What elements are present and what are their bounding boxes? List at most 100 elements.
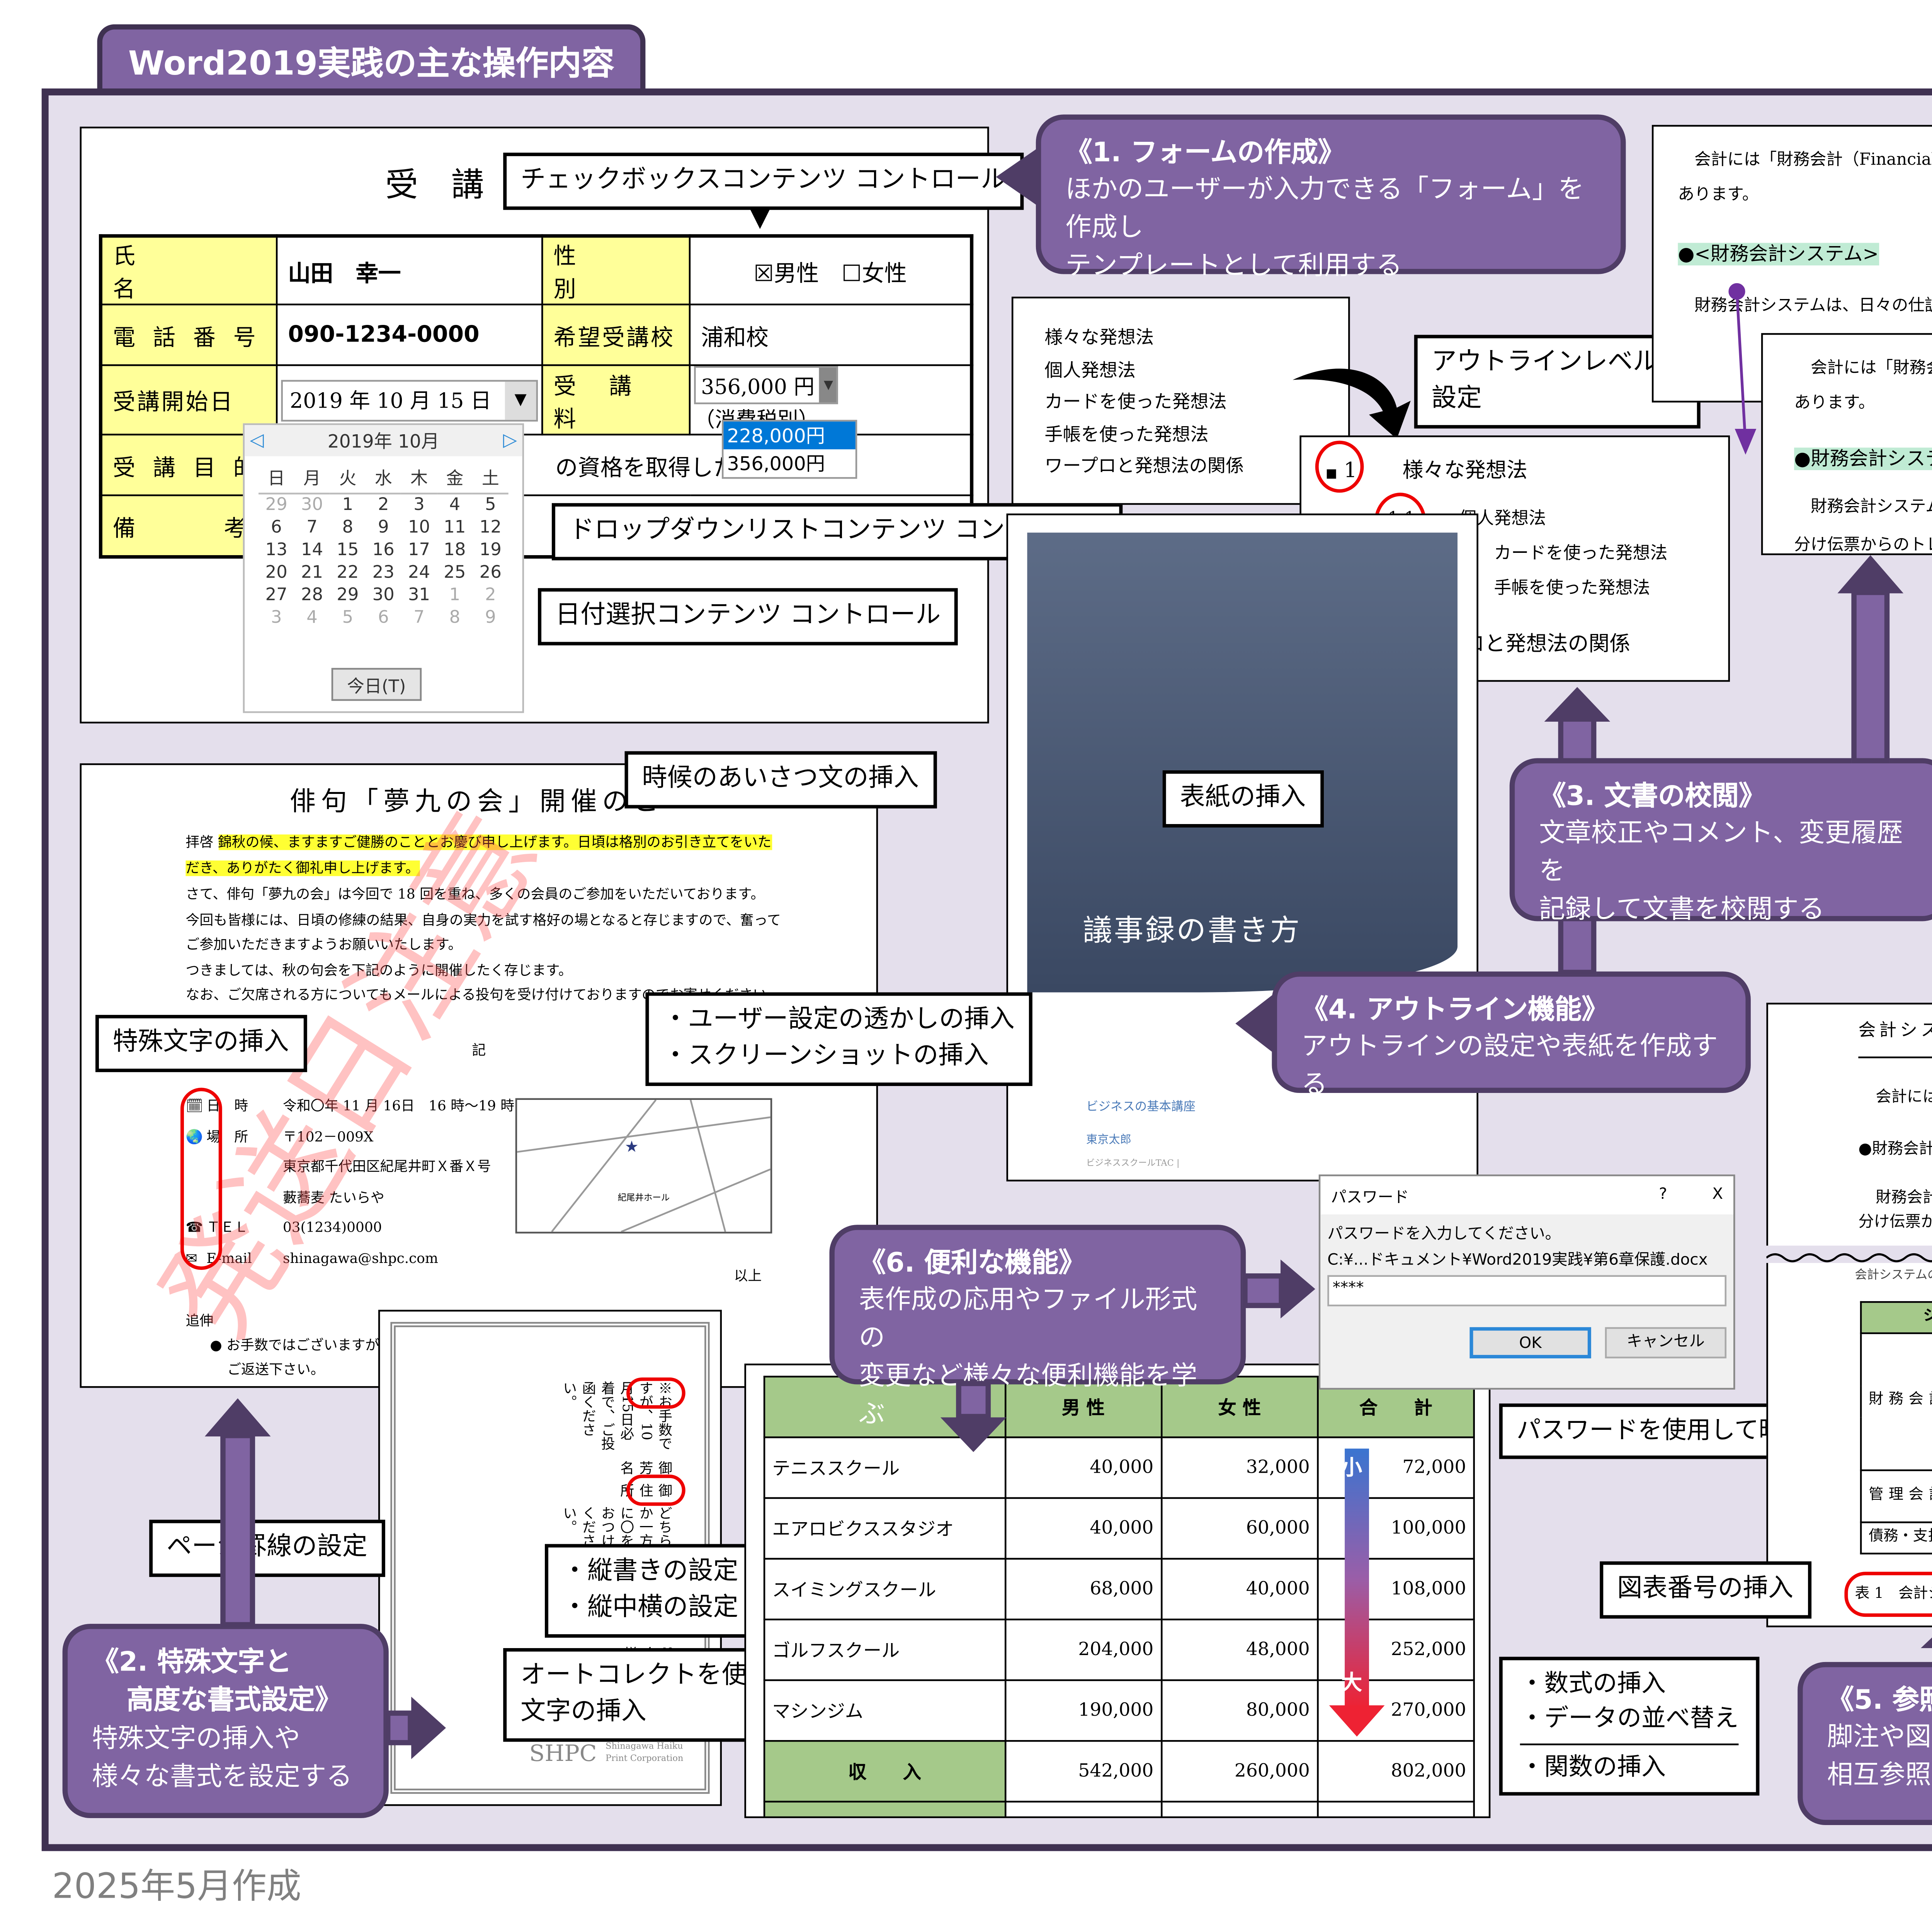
calendar-day[interactable]: 10	[408, 518, 430, 538]
weekday-header: 土	[473, 459, 509, 495]
label-fee: 受 講 料	[541, 364, 691, 436]
calendar-day[interactable]: 13	[265, 541, 287, 561]
calendar-day[interactable]: 31	[408, 586, 430, 606]
calendar-day[interactable]: 4	[306, 609, 318, 628]
calendar-day[interactable]: 9	[485, 609, 496, 628]
calendar-day[interactable]: 24	[408, 564, 430, 583]
calendar-day[interactable]: 4	[449, 496, 461, 515]
section-4-heading: 《4. アウトライン機能》	[1301, 994, 1609, 1025]
dropdown-option[interactable]: 356,000円	[727, 453, 825, 476]
calendar-day[interactable]: 17	[408, 541, 430, 561]
section-1-line: ほかのユーザーが入力できる「フォーム」を作成し	[1065, 174, 1584, 243]
calendar-day[interactable]: 19	[479, 541, 502, 561]
calendar-day[interactable]: 7	[413, 609, 425, 628]
calendar-day[interactable]: 2	[378, 496, 389, 515]
today-button[interactable]: 今日(T)	[331, 668, 422, 701]
calendar-day[interactable]: 30	[301, 496, 323, 515]
special-char-icon: ☎	[185, 1219, 203, 1236]
calendar-day[interactable]: 27	[265, 586, 287, 606]
table-cell: スイミングスクール	[763, 1558, 1006, 1621]
callout-cover: 表紙の挿入	[1162, 770, 1323, 828]
callout-outline-level: アウトラインレベルの 設定	[1414, 335, 1701, 429]
calendar-day[interactable]: 9	[378, 518, 389, 538]
calendar-day[interactable]: 29	[337, 586, 359, 606]
help-icon[interactable]: ?	[1659, 1186, 1667, 1204]
cancel-button[interactable]: キャンセル	[1605, 1327, 1727, 1359]
cover-company: ビジネススクールTAC |	[1086, 1159, 1180, 1169]
fee-dropdown-list[interactable]: 228,000円 356,000円	[722, 420, 857, 479]
section-2-heading: 《2. 特殊文字と	[92, 1646, 292, 1678]
calendar-day[interactable]: 21	[301, 564, 323, 583]
close-icon[interactable]: X	[1712, 1186, 1723, 1204]
date-picker-control[interactable]: 2019 年 10 月 15 日 ▼	[281, 379, 538, 421]
section-1-line: テンプレートとして利用する	[1065, 250, 1402, 281]
footnote-doc-body: 分け伝票からのトレースが可能で、会計監査や税務量佐野基になる資料も作成できます。	[1858, 1214, 1932, 1232]
table-cell: 100,000	[1316, 1497, 1475, 1560]
calendar-day[interactable]: 8	[342, 518, 354, 538]
calendar-day[interactable]: 12	[479, 518, 502, 538]
calendar-day[interactable]: 1	[449, 586, 461, 606]
fee-dropdown-control[interactable]: 356,000 円 ▼	[694, 366, 839, 404]
weekday-header: 日	[259, 459, 294, 495]
calendar-day[interactable]: 8	[449, 609, 461, 628]
calendar-day[interactable]: 1	[342, 496, 354, 515]
caption-highlight	[1844, 1572, 1932, 1617]
table-cell: 40,000	[1004, 1497, 1162, 1560]
callout-line: 文字の挿入	[520, 1698, 646, 1727]
system-name: 財務会計システム	[1860, 1332, 1932, 1470]
calendar-day[interactable]: 7	[306, 518, 318, 538]
table-row: 管理会計システム財務会計のデータを事業別、部門別、プロジェクト別などに分けてさま…	[1860, 1468, 1932, 1523]
value-name[interactable]: 山田 幸一	[276, 235, 543, 306]
table-cell: ゴルフスクール	[763, 1618, 1006, 1681]
calendar-day[interactable]: 25	[444, 564, 466, 583]
table-cell: 60,000	[1160, 1497, 1319, 1560]
value-school[interactable]: 浦和校	[689, 303, 973, 366]
section-3-line: 文章校正やコメント、変更履歴を	[1539, 818, 1903, 887]
section-6-line: 表作成の応用やファイル形式の	[859, 1285, 1197, 1354]
calendar-day[interactable]: 14	[301, 541, 323, 561]
calendar-day[interactable]: 6	[270, 518, 282, 538]
calendar-day[interactable]: 28	[301, 586, 323, 606]
table-cell: 68,000	[1004, 1558, 1162, 1621]
ok-button[interactable]: OK	[1469, 1327, 1591, 1359]
table-cell: エアロビクススタジオ	[763, 1497, 1006, 1560]
password-input[interactable]: ****	[1327, 1275, 1727, 1307]
callout-tail	[749, 208, 770, 229]
table-cell: 40,000	[1160, 1558, 1319, 1621]
calendar-day[interactable]: 26	[479, 564, 502, 583]
calendar-day[interactable]: 6	[378, 609, 389, 628]
calendar-day[interactable]: 22	[337, 564, 359, 583]
calendar-day[interactable]: 29	[265, 496, 287, 515]
logo-sub: Print Corporation	[605, 1754, 684, 1764]
calendar-day[interactable]: 16	[372, 541, 395, 561]
label-name: 氏 名	[100, 235, 278, 306]
next-month-icon[interactable]: ▷	[503, 430, 517, 451]
calendar-day[interactable]: 30	[372, 586, 395, 606]
letter-body: さて、俳句「夢九の会」は今回で 18 回を重ね、多くの会員のご参加をいただいてお…	[185, 883, 793, 1009]
table-cell: 48,000	[1160, 1618, 1319, 1681]
calendar-day[interactable]: 5	[485, 496, 496, 515]
calendar-day[interactable]: 5	[342, 609, 354, 628]
callout-checkbox: チェックボックスコンテンツ コントロール	[503, 153, 1023, 210]
calendar-day[interactable]: 20	[265, 564, 287, 583]
calendar-day[interactable]: 23	[372, 564, 395, 583]
section-5-line: 相互参照を挿入する	[1827, 1759, 1932, 1791]
svg-text:★: ★	[625, 1137, 639, 1156]
calendar-day[interactable]: 15	[337, 541, 359, 561]
calendar-day[interactable]: 11	[444, 518, 466, 538]
calendar-day[interactable]: 2	[485, 586, 496, 606]
date-dropdown-arrow-icon[interactable]: ▼	[505, 381, 536, 419]
footnote-doc-body: 財務会計システムは、日々の仕訳の入力から決算書の作成までの会計業務に対応している…	[1876, 1190, 1932, 1208]
value-phone[interactable]: 090-1234-0000	[276, 303, 543, 366]
section6-down-shaft	[956, 1381, 991, 1419]
postcard-column: どちらか一方に〇をおつけください。	[562, 1506, 673, 1548]
section-2-line: 特殊文字の挿入や	[92, 1722, 300, 1754]
fee-dropdown-arrow-icon[interactable]: ▼	[820, 367, 837, 403]
dropdown-option-selected[interactable]: 228,000円	[723, 421, 855, 450]
calendar-day[interactable]: 3	[413, 496, 425, 515]
item-value: 令和〇年 11 月 16日 16 時～19 時	[282, 1098, 515, 1114]
gender-checkboxes[interactable]: ☒男性 ☐女性	[689, 235, 973, 306]
calendar-day[interactable]: 18	[444, 541, 466, 561]
calendar-day[interactable]: 3	[270, 609, 282, 628]
prev-month-icon[interactable]: ◁	[250, 430, 264, 451]
